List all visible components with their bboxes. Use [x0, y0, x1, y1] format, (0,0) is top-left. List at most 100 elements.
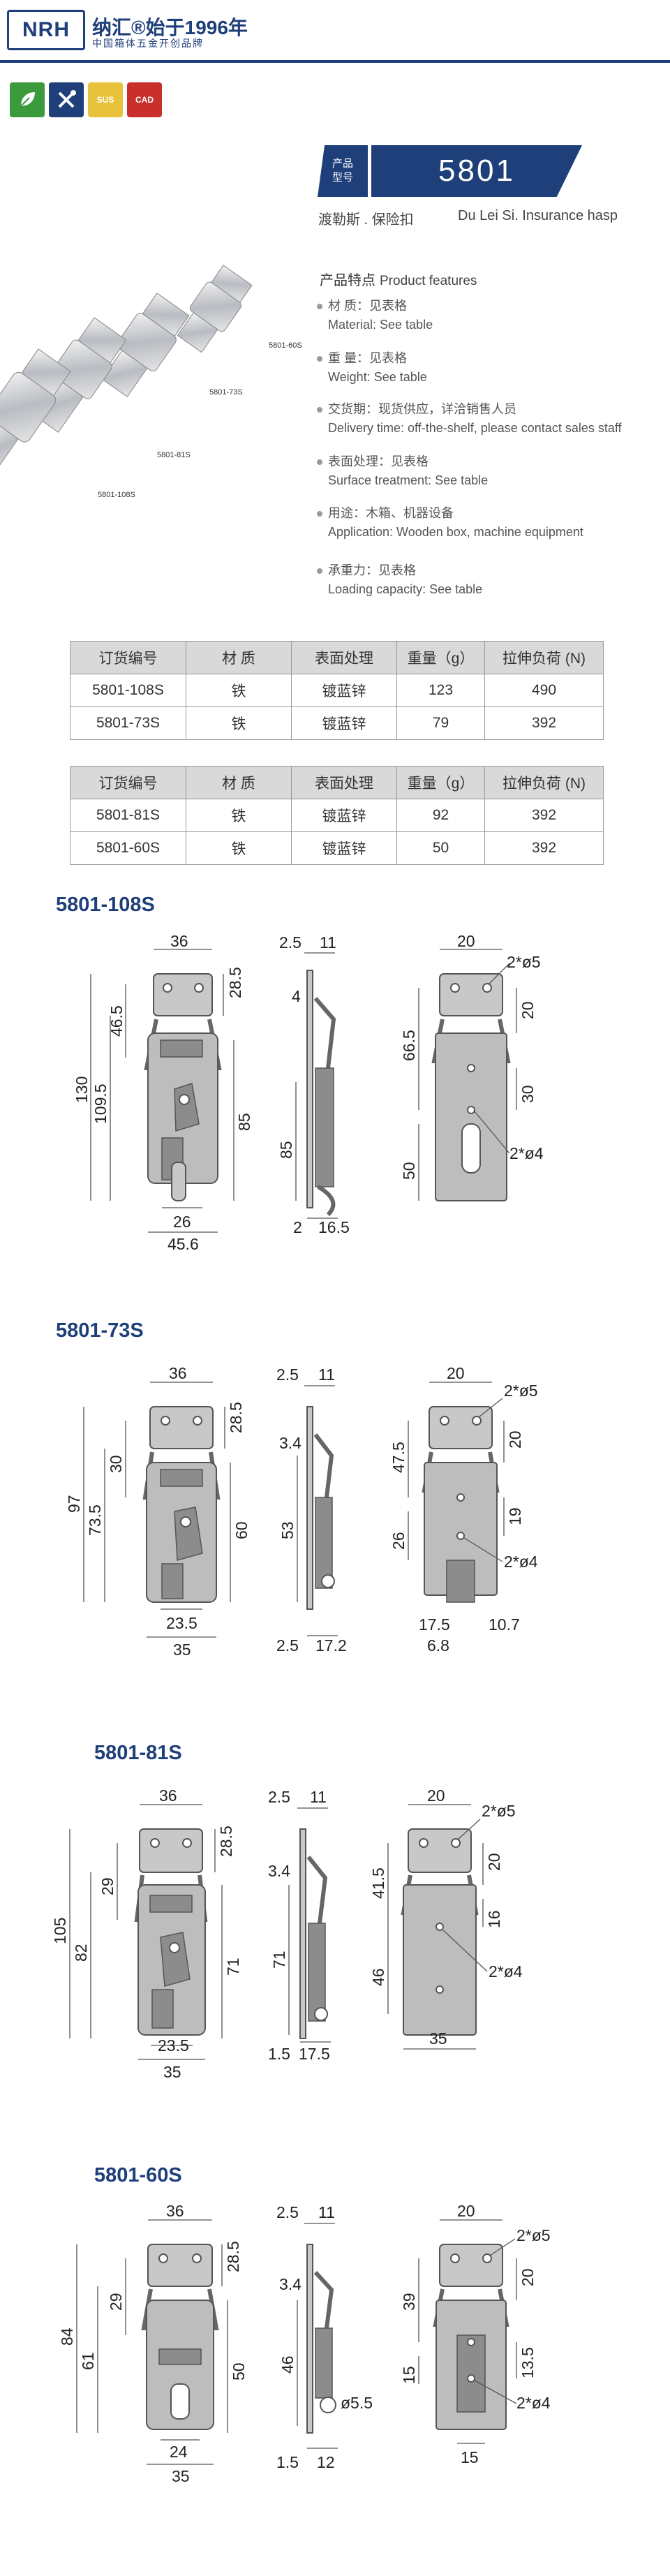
feature-cn: 交货期：现货供应，详洽销售人员: [328, 402, 516, 416]
header-divider: [0, 60, 670, 63]
drawing-title-81s: 5801-81S: [94, 1742, 182, 1764]
photo-label-73s: 5801-73S: [209, 388, 243, 397]
dim-text: 20: [519, 1001, 537, 1019]
feature-en: Delivery time: off-the-shelf, please con…: [328, 421, 622, 435]
hasp-73s-image: [101, 293, 190, 397]
dim-text: 17.5: [299, 2045, 330, 2063]
hasp-108s-image: [0, 348, 71, 485]
dim-text: 41.5: [369, 1867, 387, 1899]
dim-text: 28.5: [224, 2241, 242, 2272]
brand-subtitle: 中国箱体五金开创品牌: [92, 38, 204, 49]
dim-text: 130: [73, 1076, 91, 1103]
dim-text: 26: [389, 1532, 408, 1550]
product-name-cn: 渡勒斯 . 保险扣: [318, 212, 414, 228]
photo-label-108s: 5801-108S: [98, 491, 135, 499]
dim-text: 11: [320, 933, 336, 952]
dim-text: 15: [461, 2448, 479, 2466]
cell: 5801-73S: [70, 706, 186, 740]
dim-text: 39: [400, 2293, 418, 2311]
feature-en: Loading capacity: See table: [328, 582, 483, 596]
dim-text: 1.5: [268, 2045, 290, 2063]
features-title-en: Product features: [380, 274, 477, 288]
dim-text: 50: [230, 2362, 248, 2381]
cell: 铁: [186, 831, 292, 865]
col-order-no: 订货编号: [70, 641, 186, 674]
drawing-73s: 36 28.5 30 97 73.5 60 23.5 35 2.5 11 3.4…: [65, 1364, 538, 1659]
dim-text: 28.5: [226, 967, 244, 998]
dim-text: 66.5: [400, 1030, 418, 1061]
model-tag-line1: 产品: [332, 158, 353, 170]
dim-text: 11: [318, 1365, 335, 1384]
cad-badge-label: CAD: [135, 95, 154, 105]
dim-text: 10.7: [489, 1615, 520, 1634]
dim-text: 2*ø4: [489, 1962, 523, 1981]
dim-text: 2*ø5: [504, 1382, 538, 1400]
dim-text: 20: [427, 1786, 445, 1805]
cell: 镀蓝锌: [291, 706, 397, 740]
drawing-108s: 36 28.5 46.5 130 109.5 85 26 45.6 2.5 11…: [73, 932, 544, 1253]
brand-logo: NRH: [7, 10, 85, 50]
col-weight: 重量（g）: [396, 766, 485, 799]
dim-text: 3.4: [279, 1434, 302, 1452]
dim-text: 60: [232, 1521, 251, 1539]
eco-leaf-icon: [10, 82, 45, 117]
cell: 79: [396, 706, 485, 740]
dim-text: 28.5: [227, 1402, 245, 1433]
dim-text: 85: [277, 1141, 295, 1159]
dim-text: 35: [172, 2467, 190, 2485]
dim-text: 20: [457, 932, 475, 950]
cell: 5801-81S: [70, 799, 186, 832]
dim-text: 53: [278, 1521, 297, 1539]
feature-loading: 承重力：见表格 Loading capacity: See table: [316, 561, 483, 599]
dim-text: 26: [173, 1213, 191, 1231]
dim-text: 61: [79, 2352, 97, 2370]
model-tag: 产品 型号: [318, 145, 368, 197]
dim-text: 13.5: [519, 2347, 537, 2378]
drawing-81s: 36 28.5 29 105 82 71 23.5 35 2.5 11 3.4 …: [51, 1786, 523, 2081]
dim-text: 3.4: [279, 2275, 302, 2293]
dim-text: 45.6: [168, 1235, 199, 1253]
dim-text: 16: [485, 1910, 503, 1928]
dim-text: 2*ø5: [516, 2226, 551, 2244]
cell: 490: [484, 674, 604, 707]
dim-text: 20: [519, 2268, 537, 2286]
dim-text: 23.5: [166, 1614, 198, 1632]
dim-text: 2.5: [276, 1365, 299, 1384]
feature-cn: 重 量：见表格: [328, 351, 408, 365]
dim-text: 85: [235, 1113, 253, 1131]
model-number: 5801: [371, 145, 582, 197]
dim-text: 35: [173, 1641, 191, 1659]
dim-text: 11: [318, 2203, 335, 2221]
dim-text: 1.5: [276, 2453, 299, 2471]
dim-text: 47.5: [389, 1442, 408, 1473]
drawing-title-73s: 5801-73S: [56, 1319, 144, 1342]
cell: 123: [396, 674, 485, 707]
dim-text: 36: [169, 1364, 187, 1382]
dim-text: 2*ø4: [516, 2394, 551, 2412]
dim-text: 23.5: [158, 2036, 189, 2055]
dim-text: 35: [429, 2029, 447, 2048]
dim-text: 30: [519, 1085, 537, 1103]
dim-text: 2*ø5: [482, 1802, 516, 1820]
dim-text: 2.5: [276, 2203, 299, 2221]
dim-text: 46: [278, 2355, 297, 2374]
feature-cn: 承重力：见表格: [328, 563, 416, 577]
sus-icon: SUS: [88, 82, 123, 117]
dim-text: 36: [170, 932, 188, 950]
dim-text: 2.5: [276, 1636, 299, 1655]
dim-text: 71: [270, 1950, 288, 1969]
col-surface: 表面处理: [291, 641, 397, 674]
dim-text: 16.5: [318, 1218, 350, 1236]
feature-en: Application: Wooden box, machine equipme…: [328, 525, 583, 539]
dim-text: 2.5: [268, 1788, 290, 1806]
cell: 铁: [186, 799, 292, 832]
cell: 镀蓝锌: [291, 831, 397, 865]
dim-text: 6.8: [427, 1636, 449, 1655]
col-order-no: 订货编号: [70, 766, 186, 799]
col-load: 拉伸负荷 (N): [484, 766, 604, 799]
col-weight: 重量（g）: [396, 641, 485, 674]
dim-text: 4: [292, 987, 301, 1005]
